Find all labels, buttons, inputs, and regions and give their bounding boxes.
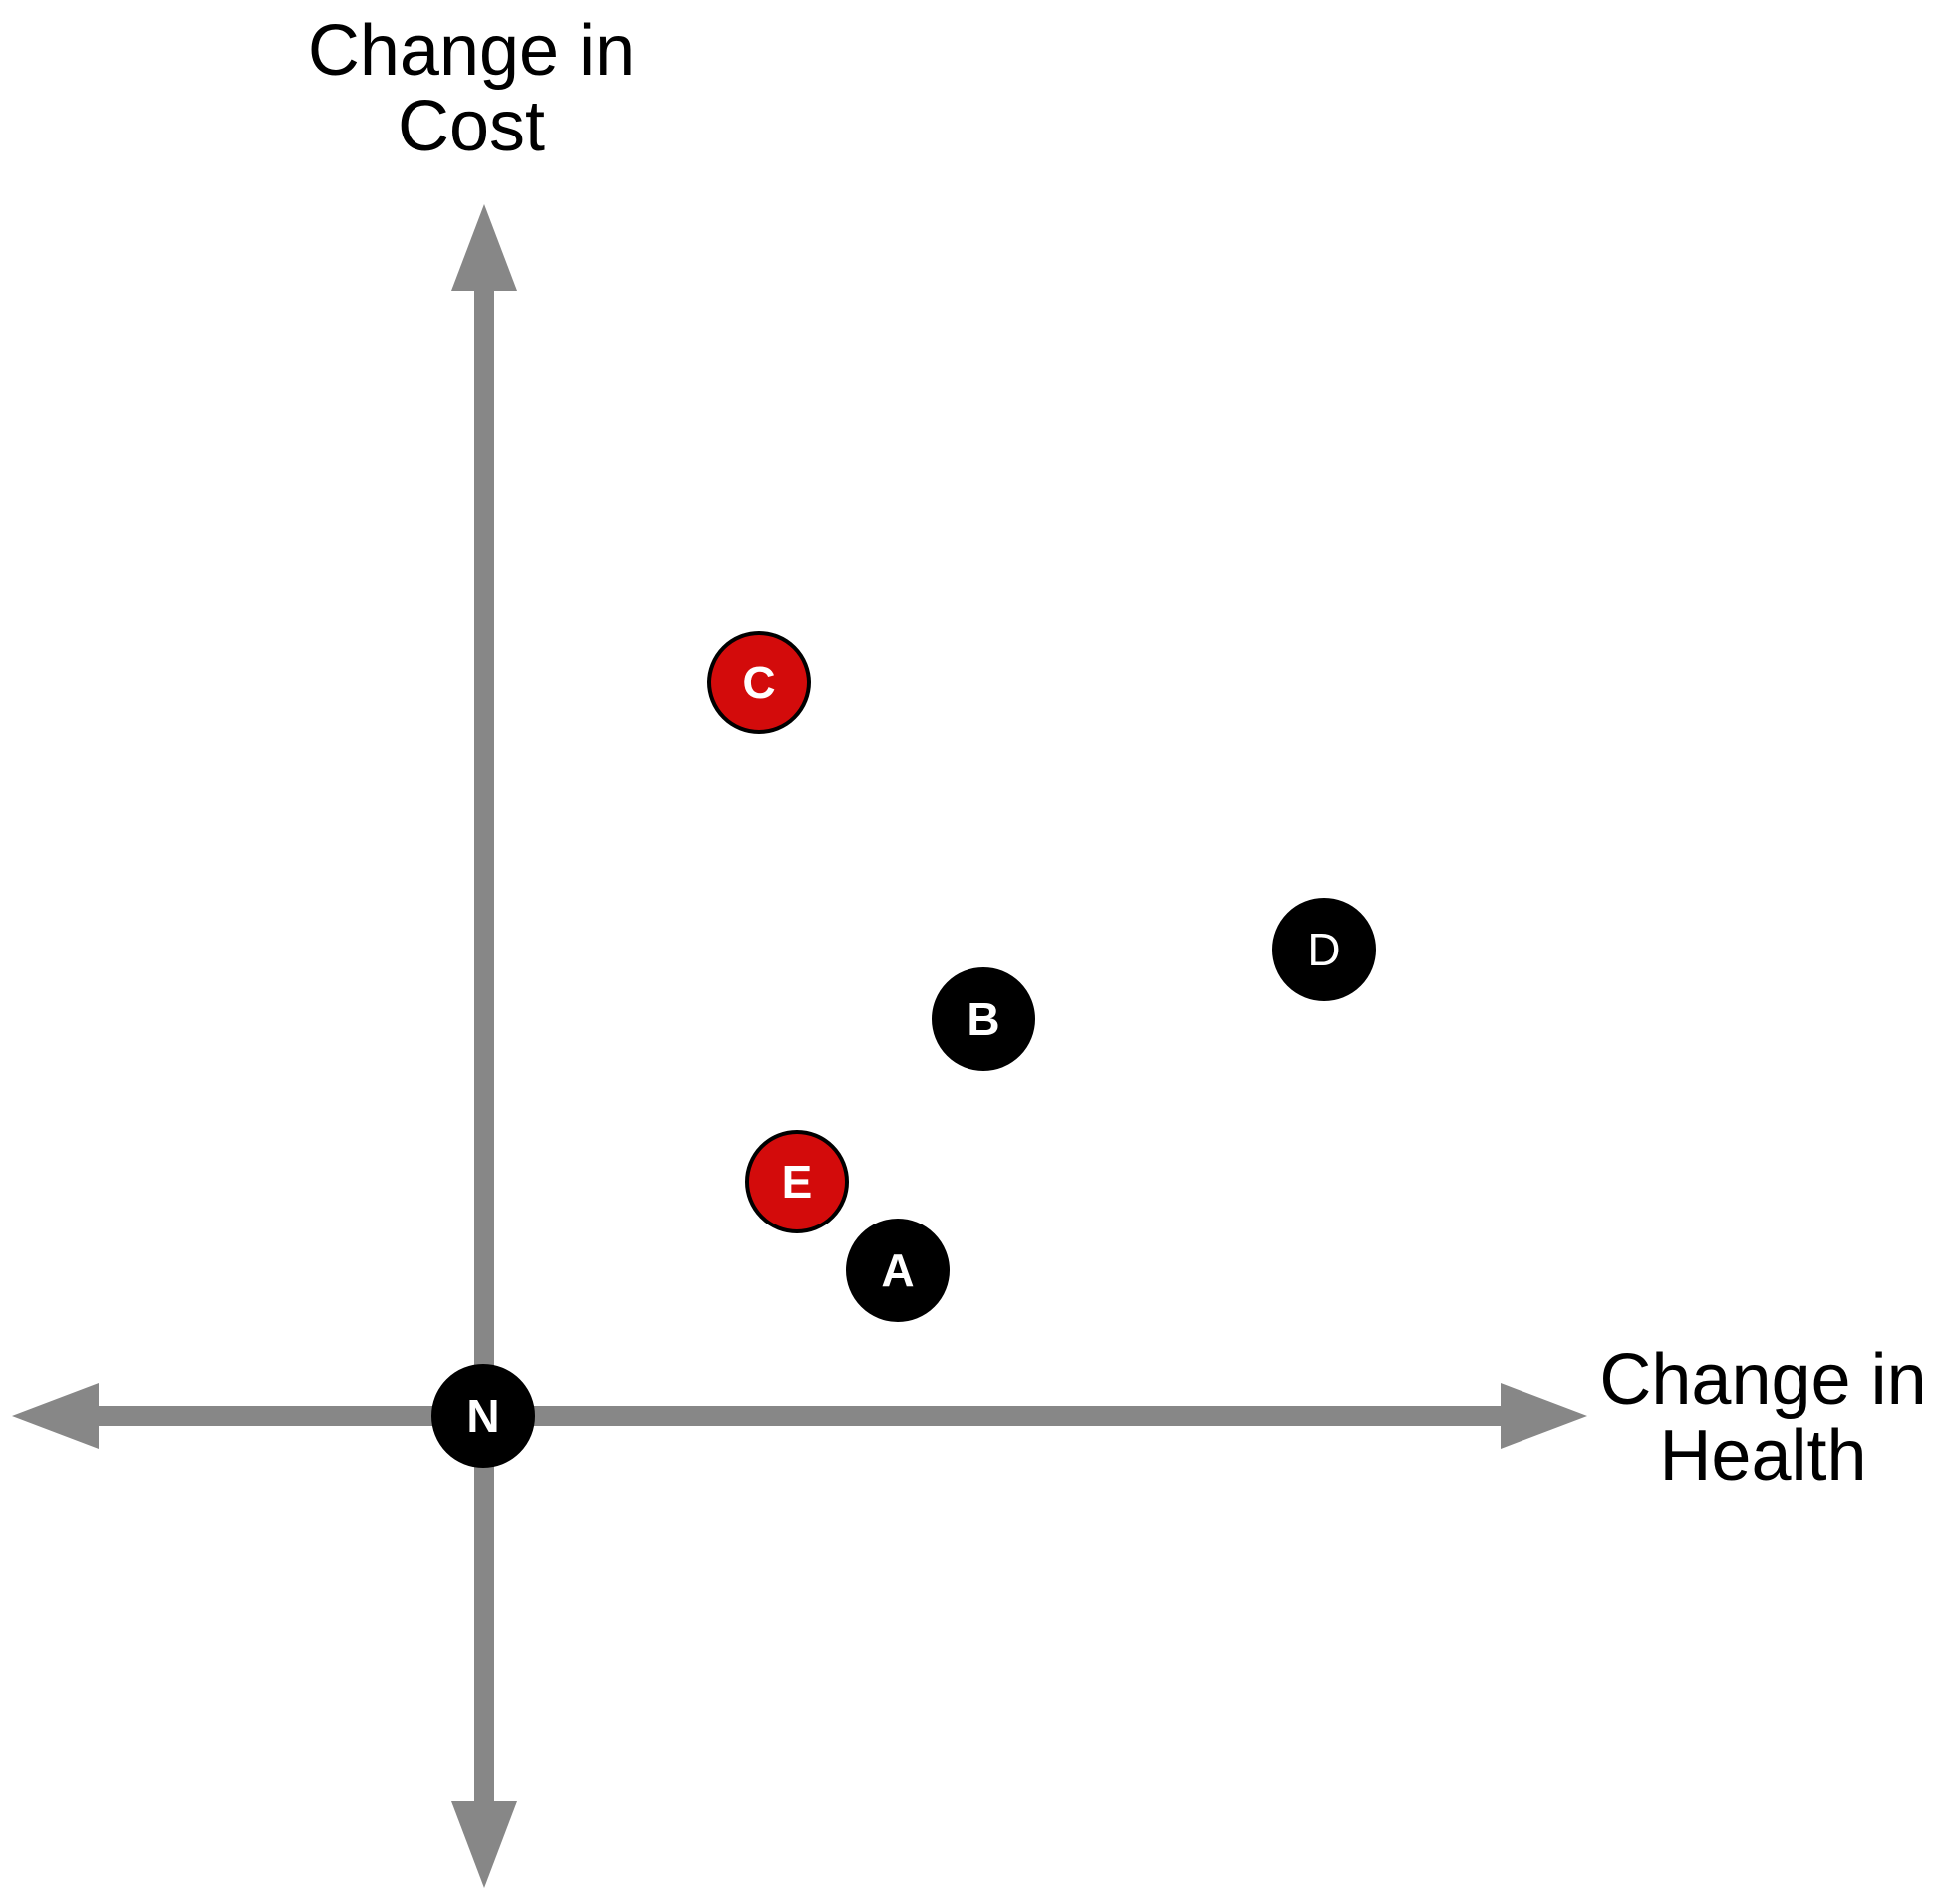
- x-axis-line: [94, 1406, 1505, 1426]
- left-arrowhead-icon: [12, 1383, 99, 1449]
- right-arrowhead-icon: [1501, 1383, 1587, 1449]
- x-axis-label: Change in Health: [1599, 1340, 1927, 1496]
- up-arrowhead-icon: [451, 204, 517, 291]
- point-E: E: [745, 1130, 849, 1233]
- point-A: A: [846, 1219, 950, 1322]
- point-D: D: [1272, 898, 1376, 1001]
- y-axis-line: [474, 287, 494, 1805]
- down-arrowhead-icon: [451, 1801, 517, 1888]
- point-N: N: [431, 1364, 535, 1468]
- y-axis-label: Change in Cost: [307, 11, 636, 166]
- point-B: B: [932, 967, 1035, 1071]
- point-C: C: [707, 631, 811, 734]
